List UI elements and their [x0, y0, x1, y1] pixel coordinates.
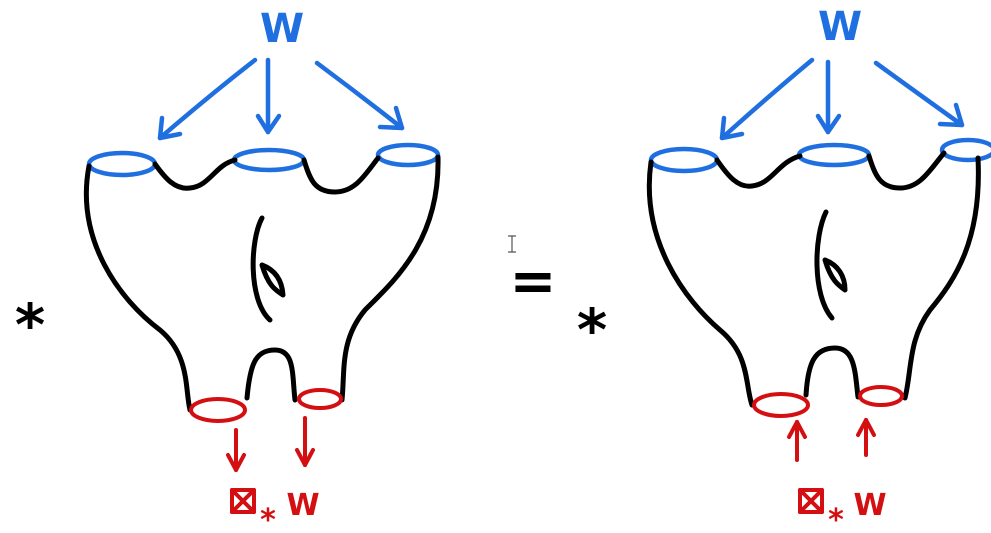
- left-input-circles: [89, 145, 438, 175]
- right-scalar-star: *: [577, 296, 607, 364]
- left-output-arrows: [228, 418, 313, 470]
- left-output-subscript: *: [260, 503, 276, 533]
- right-output-arrows: [789, 420, 874, 460]
- boxed-x-icon: [800, 490, 822, 512]
- right-cobordism: W: [649, 4, 991, 533]
- right-input-label: W: [818, 4, 862, 50]
- right-output-label-group: * W: [800, 488, 887, 533]
- left-output-label-group: * W: [232, 488, 320, 533]
- right-output-label: W: [853, 488, 886, 523]
- right-input-arrows: [722, 60, 962, 138]
- equals-sign: =: [510, 249, 557, 314]
- left-surface-outline: [86, 157, 438, 410]
- left-scalar-star: *: [15, 291, 45, 359]
- right-surface-outline: [649, 153, 978, 405]
- left-output-circles: [191, 390, 341, 421]
- right-output-circles: [754, 387, 902, 416]
- boxed-x-icon: [232, 490, 254, 512]
- left-input-label: W: [260, 6, 304, 52]
- left-cobordism: W: [86, 6, 438, 533]
- right-output-subscript: *: [828, 503, 844, 533]
- left-output-label: W: [286, 488, 319, 523]
- left-input-arrows: [160, 60, 402, 138]
